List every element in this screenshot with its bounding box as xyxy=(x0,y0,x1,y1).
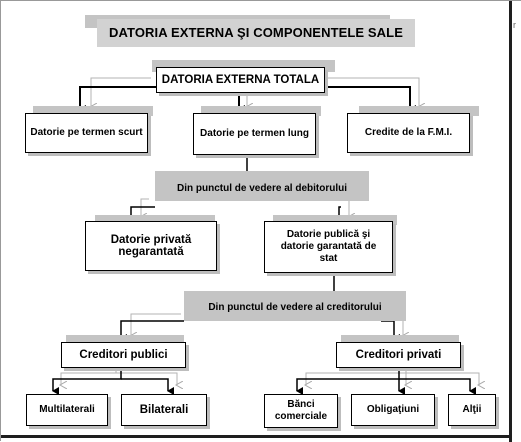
short-term-debt-label: Datorie pe termen scurt xyxy=(30,127,143,138)
multilateral-node: Multilaterali xyxy=(26,394,108,426)
imf-shadow-band xyxy=(359,106,479,116)
creditor-fanout xyxy=(120,320,400,342)
commercial-banks-label: Bănci comerciale xyxy=(274,399,328,422)
private-creditors-shadow-band xyxy=(341,335,459,345)
private-creditors-fanout xyxy=(296,368,476,395)
commercial-banks-node: Bănci comerciale xyxy=(264,394,338,428)
creditor-view-label: Din punctul de vedere al creditorului xyxy=(208,302,382,313)
public-debt-shadow-band xyxy=(273,215,397,225)
private-creditors-fanout-shadow xyxy=(306,368,479,385)
private-debt-shadow-band xyxy=(95,215,215,225)
public-creditors-fanout xyxy=(52,368,174,395)
imf-credit-label: Credite de la F.M.I. xyxy=(364,127,453,138)
frame-edge-right xyxy=(509,1,512,442)
root-fanout-shadow xyxy=(91,77,419,107)
short-term-debt-node: Datorie pe termen scurt xyxy=(25,113,148,153)
debtor-view-label: Din punctul de vedere al debitorului xyxy=(176,183,348,194)
private-creditors-label: Creditori privati xyxy=(355,349,442,361)
private-creditors-node: Creditori privati xyxy=(336,342,461,368)
private-unguaranteed-debt-node: Datorie privată negarantată xyxy=(85,221,217,271)
imf-credit-node: Credite de la F.M.I. xyxy=(347,113,470,153)
public-guaranteed-debt-node: Datorie publică şi datorie garantată de … xyxy=(264,221,393,273)
public-guaranteed-debt-label: Datorie publică şi datorie garantată de … xyxy=(280,229,377,264)
bonds-label: Obligaţiuni xyxy=(366,404,420,415)
creditor-view-band: Din punctul de vedere al creditorului xyxy=(184,291,406,321)
short-term-shadow-band xyxy=(33,106,153,116)
frame-edge-bottom xyxy=(1,435,512,438)
bilateral-node: Bilaterali xyxy=(121,394,207,426)
public-creditors-node: Creditori publici xyxy=(61,342,186,368)
diagram-title-box: DATORIA EXTERNA ŞI COMPONENTELE SALE xyxy=(97,19,415,47)
diagram-title: DATORIA EXTERNA ŞI COMPONENTELE SALE xyxy=(109,25,403,40)
private-unguaranteed-debt-label: Datorie privată negarantată xyxy=(110,234,192,258)
long-term-debt-label: Datorie pe termen lung xyxy=(200,128,309,139)
public-creditors-label: Creditori publici xyxy=(79,349,168,361)
bonds-node: Obligaţiuni xyxy=(351,394,435,426)
debtor-view-band: Din punctul de vedere al debitorului xyxy=(155,171,369,201)
multilateral-label: Multilaterali xyxy=(39,404,95,415)
root-node: DATORIA EXTERNA TOTALA xyxy=(156,67,325,93)
long-term-debt-node: Datorie pe termen lung xyxy=(193,113,316,155)
root-label: DATORIA EXTERNA TOTALA xyxy=(161,74,320,86)
others-node: Alţii xyxy=(448,394,496,426)
others-label: Alţii xyxy=(462,404,482,415)
long-term-shadow-band xyxy=(201,106,321,116)
public-creditors-shadow-band xyxy=(66,335,184,345)
bilateral-label: Bilaterali xyxy=(139,404,189,416)
public-creditors-fanout-shadow xyxy=(61,368,177,385)
frame-glyph: r xyxy=(513,20,516,30)
